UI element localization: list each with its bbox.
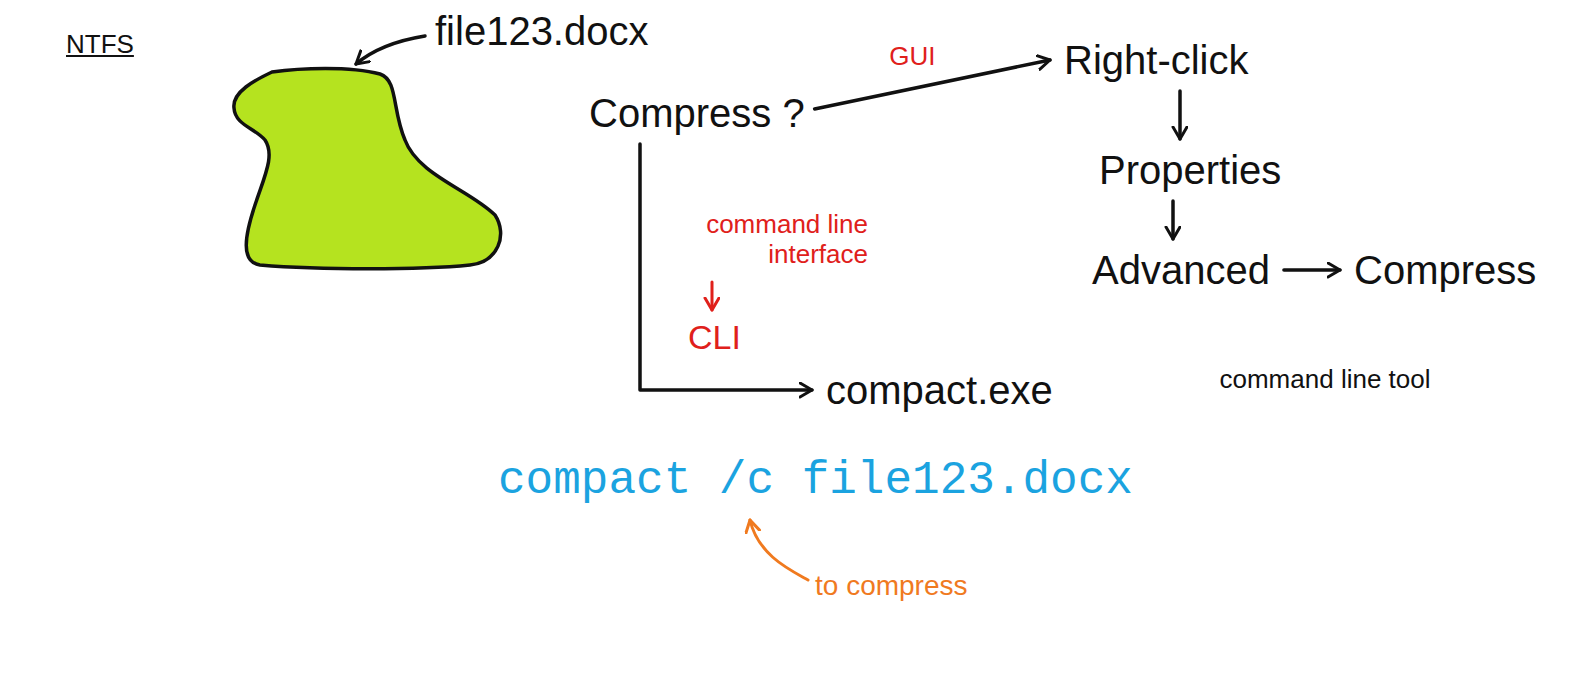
step-text: Compress <box>1354 247 1536 293</box>
flow-arrow <box>1178 91 1182 139</box>
step-text-box: Compress ? <box>585 88 809 138</box>
file-pointer-arrow <box>356 36 425 64</box>
command-example: compact /c file123.docx <box>498 455 1133 508</box>
flow-arrow <box>1171 201 1175 239</box>
step-text-box: Properties <box>1095 145 1285 195</box>
annotation-note: to compress <box>815 570 968 602</box>
step-text: Properties <box>1099 147 1281 193</box>
file-blob <box>234 69 501 269</box>
annotation-note: CLI <box>688 318 741 357</box>
step-text: Compress ? <box>589 90 805 136</box>
filesystem-label: NTFS <box>66 30 134 60</box>
switch-pointer-arrow <box>750 520 808 580</box>
step-text: Right-click <box>1064 37 1248 83</box>
step-text-box: Advanced <box>1088 245 1274 295</box>
cli-down-arrow <box>711 282 714 310</box>
flow-arrow <box>1284 268 1340 272</box>
step-text-box: Right-click <box>1060 35 1252 85</box>
step-text-box: compact.exe <box>822 365 1057 415</box>
step-text-box: Compress <box>1350 245 1540 295</box>
annotation-note: command line interface <box>668 210 868 270</box>
annotation-note: command line tool <box>1210 365 1440 395</box>
step-text: compact.exe <box>826 367 1053 413</box>
edge-label: GUI <box>886 42 938 71</box>
file-name-label: file123.docx <box>435 8 648 54</box>
step-text: Advanced <box>1092 247 1270 293</box>
